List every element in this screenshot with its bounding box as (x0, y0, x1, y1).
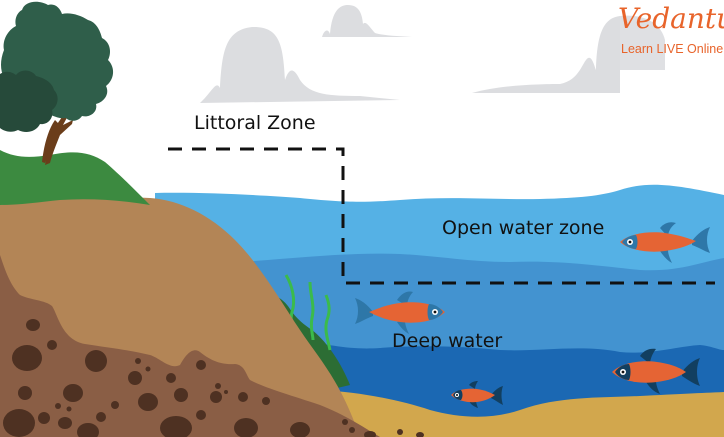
cloud-small (322, 5, 412, 37)
grass-hilltop (0, 150, 150, 205)
trees (0, 1, 114, 165)
fish-open-water (620, 222, 710, 263)
logo-brand-text: Vedantu (618, 2, 724, 35)
fish-deep-left (355, 291, 445, 334)
soil-dark (0, 255, 380, 437)
fish-deep-right (612, 348, 700, 394)
littoral-zone-boundary (168, 147, 715, 285)
littoral-zone-label: Littoral Zone (194, 112, 316, 134)
cloud-right (472, 16, 620, 93)
cloud-right-behind-logo (620, 15, 665, 71)
fish-bottom-small (451, 381, 503, 408)
deep-water-label: Deep water (392, 330, 503, 352)
logo-tagline: Learn LIVE Online (621, 42, 724, 56)
open-water-zone-label: Open water zone (442, 217, 605, 239)
tree-crown-front (0, 70, 58, 132)
shore-hill (0, 150, 424, 437)
cloud-left (200, 26, 400, 104)
clouds (200, 5, 665, 104)
vedantu-logo: Vedantu Learn LIVE Online (606, 0, 724, 62)
seaweed-3 (324, 294, 332, 351)
sand-bottom (320, 390, 724, 437)
rocks (3, 319, 424, 437)
seaweed-2 (308, 281, 315, 341)
tree-trunk-2 (45, 110, 73, 165)
